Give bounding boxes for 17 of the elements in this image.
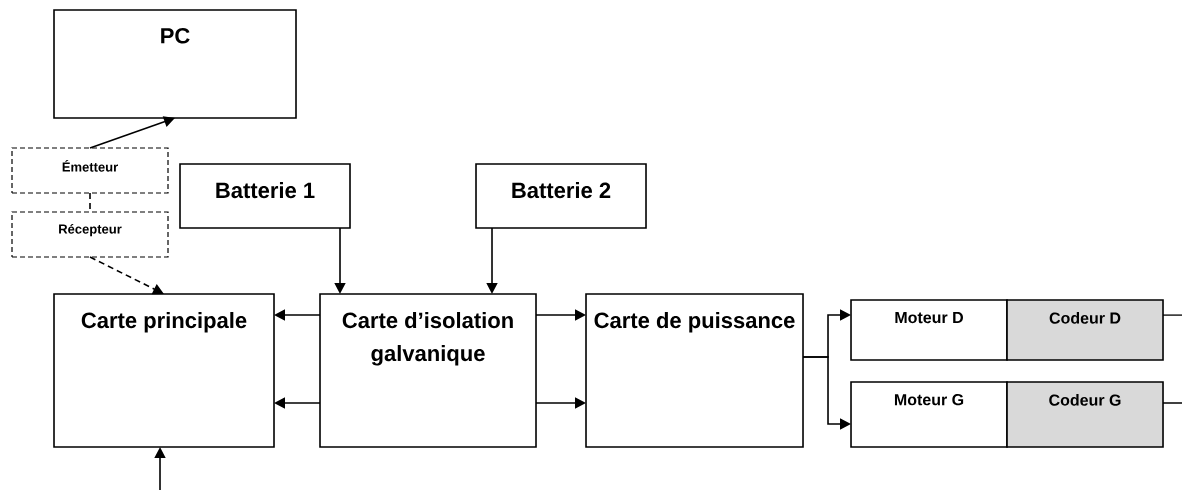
arrow xyxy=(89,116,175,149)
arrow xyxy=(334,227,346,294)
encoder-box: Codeur D xyxy=(1006,299,1164,361)
arrow xyxy=(89,256,164,295)
connector-line xyxy=(1162,314,1182,316)
encoder-box: Codeur G xyxy=(1006,381,1164,448)
arrow xyxy=(486,227,498,294)
battery-box: Batterie 2 xyxy=(475,163,647,229)
receiver-box: Récepteur xyxy=(11,211,169,258)
transmitter-box: Émetteur xyxy=(11,147,169,194)
arrow xyxy=(802,356,851,430)
board-box: Carte d’isolation galvanique xyxy=(319,293,537,448)
board-box: Carte principale xyxy=(53,293,275,448)
connector-line xyxy=(1162,402,1182,404)
battery-box: Batterie 1 xyxy=(179,163,351,229)
board-box: Carte de puissance xyxy=(585,293,804,448)
pc-box: PC xyxy=(53,9,297,119)
